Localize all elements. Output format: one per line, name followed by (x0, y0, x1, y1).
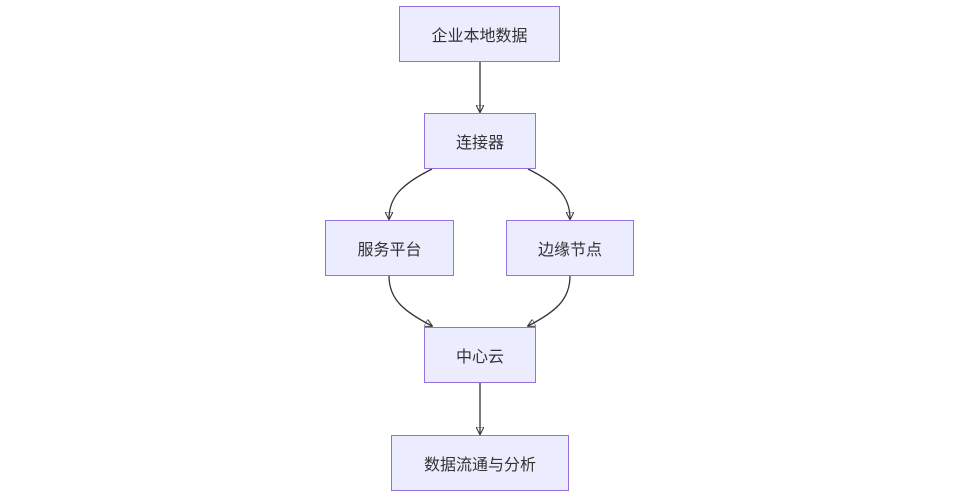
node-edge-node: 边缘节点 (506, 220, 634, 276)
edge-connector-to-service-platform (389, 168, 433, 219)
node-label: 连接器 (455, 133, 504, 152)
node-enterprise-local-data: 企业本地数据 (399, 6, 560, 62)
node-connector: 连接器 (424, 113, 536, 169)
node-label: 数据流通与分析 (423, 455, 536, 474)
node-label: 边缘节点 (537, 240, 602, 259)
node-data-flow-analysis: 数据流通与分析 (391, 435, 569, 491)
node-label: 中心云 (455, 347, 504, 366)
edge-service-platform-to-central-cloud (388, 275, 432, 326)
node-service-platform: 服务平台 (325, 220, 454, 276)
node-label: 服务平台 (357, 240, 422, 259)
node-label: 企业本地数据 (431, 26, 528, 45)
edge-edge-node-to-central-cloud (528, 275, 571, 326)
node-central-cloud: 中心云 (424, 327, 536, 383)
edge-connector-to-edge-node (527, 168, 570, 219)
